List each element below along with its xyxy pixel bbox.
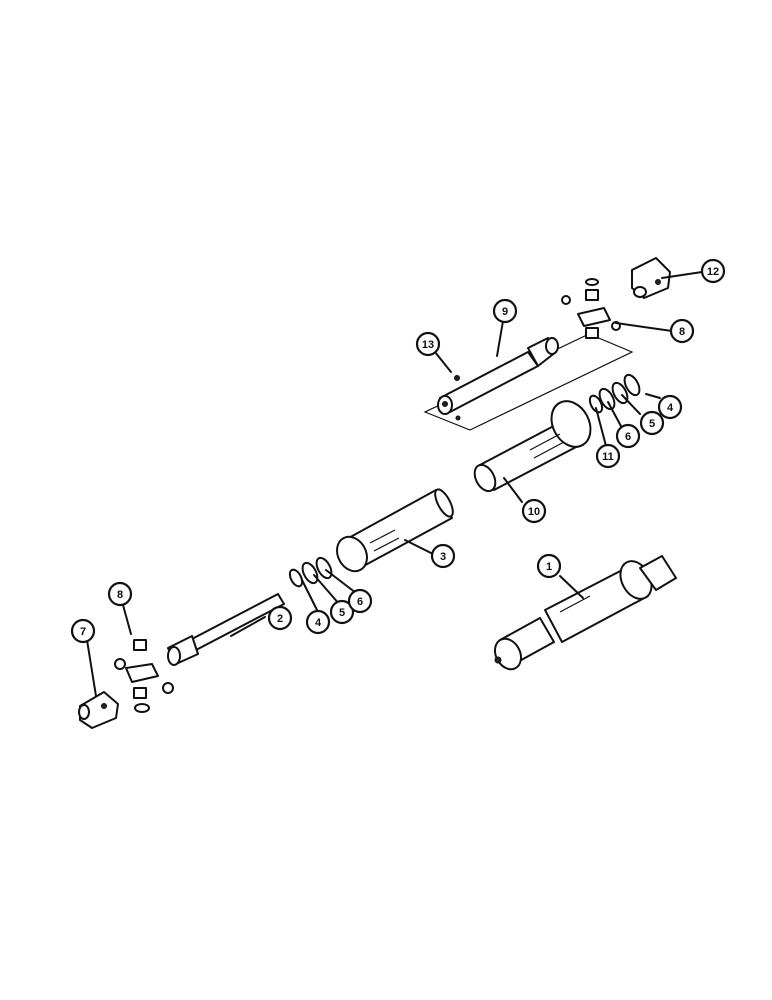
callout-5-right: 5 [639,410,665,436]
outer-tube-3 [336,488,454,573]
svg-text:1: 1 [546,561,552,573]
shaft-assembly-9 [423,333,634,431]
callout-2: 2 [267,605,293,631]
callout-10: 10 [521,498,547,524]
svg-text:9: 9 [502,306,508,318]
callout-8-right: 8 [669,318,695,344]
svg-text:6: 6 [357,596,363,608]
svg-text:5: 5 [339,607,345,619]
cross-kit-8-right [561,278,621,339]
callout-3: 3 [430,543,456,569]
inner-shaft-2 [167,593,285,666]
svg-text:12: 12 [707,266,719,278]
svg-text:13: 13 [422,339,434,351]
cross-kit-8-left [114,639,174,713]
svg-text:4: 4 [667,402,674,414]
svg-text:3: 3 [440,551,446,563]
callout-6-left: 6 [347,588,373,614]
callout-5-left: 5 [329,599,355,625]
rings-group-right [588,373,641,414]
callout-7: 7 [70,618,96,644]
leader-lines [86,271,703,697]
callout-13: 13 [415,331,441,357]
tube-10 [473,400,592,493]
yoke-7 [78,691,119,729]
svg-text:11: 11 [602,451,614,463]
callout-1: 1 [536,553,562,579]
svg-text:5: 5 [649,418,655,430]
yoke-12 [631,257,671,299]
svg-text:6: 6 [625,431,631,443]
svg-text:7: 7 [80,626,86,638]
callout-6-right: 6 [615,423,641,449]
callout-9: 9 [492,298,518,324]
svg-text:10: 10 [528,506,540,518]
callout-11: 11 [595,443,621,469]
callout-8-left: 8 [107,581,133,607]
svg-text:8: 8 [117,589,123,601]
callout-4-left: 4 [305,609,331,635]
callout-4-right: 4 [657,394,683,420]
callout-12: 12 [700,258,726,284]
svg-text:8: 8 [679,326,685,338]
svg-text:2: 2 [277,613,283,625]
complete-assembly-1 [494,555,677,671]
rings-group-left [288,556,333,588]
svg-text:4: 4 [315,617,322,629]
